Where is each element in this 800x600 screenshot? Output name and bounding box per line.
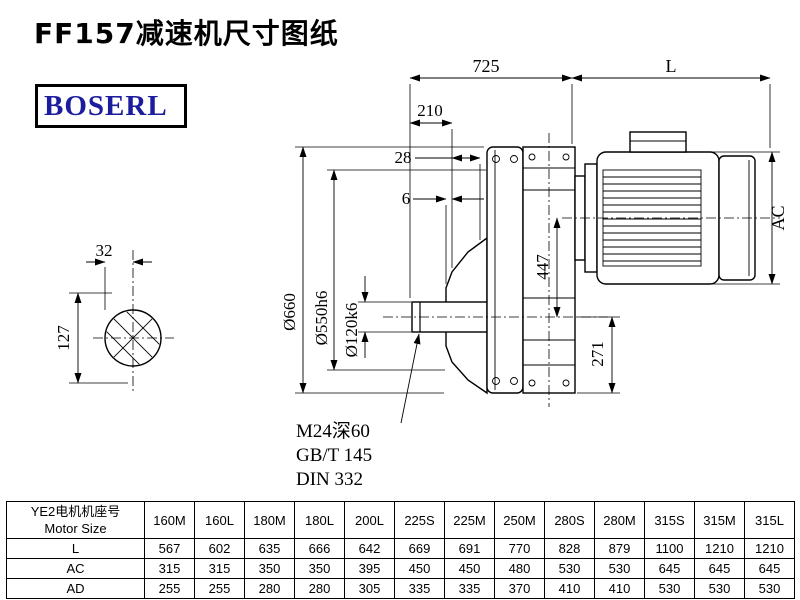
col-header: 315L <box>744 501 795 539</box>
dim-550-label: Ø550h6 <box>312 291 331 346</box>
table-cell: 315 <box>144 558 195 579</box>
mounting-flange <box>486 146 524 394</box>
col-header: 180L <box>294 501 345 539</box>
header-en: Motor Size <box>44 521 107 536</box>
table-cell: 530 <box>644 578 695 599</box>
table-cell: 410 <box>594 578 645 599</box>
brand-logo: BOSERL <box>44 89 168 122</box>
table-cell: 280 <box>294 578 345 599</box>
dim-120-label: Ø120k6 <box>342 303 361 358</box>
table-cell: 645 <box>644 558 695 579</box>
table-cell: 602 <box>194 538 245 559</box>
table-row-L: L 567 602 635 666 642 669 691 770 828 87… <box>6 538 795 559</box>
table-cell: 335 <box>394 578 445 599</box>
table-cell: 480 <box>494 558 545 579</box>
dim-127-label: 127 <box>54 325 73 351</box>
col-header: 160L <box>194 501 245 539</box>
col-header: 315S <box>644 501 695 539</box>
table-cell: 370 <box>494 578 545 599</box>
dim-28-label: 28 <box>395 148 412 167</box>
table-cell: 305 <box>344 578 395 599</box>
col-header: 280S <box>544 501 595 539</box>
terminal-box <box>629 131 687 153</box>
dim-660-label: Ø660 <box>280 293 299 331</box>
brand-logo-box: BOSERL <box>35 84 187 128</box>
table-cell: 530 <box>694 578 745 599</box>
table-cell: 280 <box>244 578 295 599</box>
row-label: L <box>6 538 145 559</box>
table-cell: 255 <box>194 578 245 599</box>
dim-L-label: L <box>666 56 677 76</box>
table-cell: 669 <box>394 538 445 559</box>
main-view <box>383 131 780 407</box>
table-cell: 635 <box>244 538 295 559</box>
table-cell: 350 <box>294 558 345 579</box>
dim-32-label: 32 <box>96 241 113 260</box>
motor-size-table: YE2电机机座号 Motor Size 160M 160L 180M 180L … <box>6 501 795 599</box>
table-cell: 770 <box>494 538 545 559</box>
col-header: 200L <box>344 501 395 539</box>
col-header: 180M <box>244 501 295 539</box>
technical-drawing: 725 L 210 28 6 AC 447 271 Ø660 Ø550h6 Ø1… <box>54 56 788 490</box>
table-cell: 879 <box>594 538 645 559</box>
col-header: 225M <box>444 501 495 539</box>
table-cell: 395 <box>344 558 395 579</box>
table-cell: 645 <box>744 558 795 579</box>
table-cell: 642 <box>344 538 395 559</box>
note-din-standard: DIN 332 <box>296 469 363 490</box>
note-leader <box>400 333 421 424</box>
table-cell: 1210 <box>694 538 745 559</box>
note-gb-standard: GB/T 145 <box>296 445 372 466</box>
table-cell: 255 <box>144 578 195 599</box>
motor-size-table-wrap: YE2电机机座号 Motor Size 160M 160L 180M 180L … <box>6 501 795 599</box>
table-cell: 315 <box>194 558 245 579</box>
table-cell: 666 <box>294 538 345 559</box>
dim-AC-label: AC <box>768 205 788 230</box>
drawing-title: FF157减速机尺寸图纸 <box>34 17 339 50</box>
col-header: 315M <box>694 501 745 539</box>
table-cell: 1100 <box>644 538 695 559</box>
table-cell: 828 <box>544 538 595 559</box>
table-cell: 567 <box>144 538 195 559</box>
table-cell: 335 <box>444 578 495 599</box>
table-cell: 450 <box>444 558 495 579</box>
dim-6-label: 6 <box>402 189 411 208</box>
table-cell: 410 <box>544 578 595 599</box>
header-cn: YE2电机机座号 <box>30 504 121 519</box>
col-header: 225S <box>394 501 445 539</box>
table-cell: 350 <box>244 558 295 579</box>
col-header: 250M <box>494 501 545 539</box>
note-thread: M24深60 <box>296 420 370 442</box>
dimensions: 725 L 210 28 6 AC 447 271 Ø660 Ø550h6 Ø1… <box>54 56 788 490</box>
dim-725-label: 725 <box>473 56 500 76</box>
table-cell: 530 <box>744 578 795 599</box>
table-row-AC: AC 315 315 350 350 395 450 450 480 530 5… <box>6 558 795 579</box>
row-label: AC <box>6 558 145 579</box>
table-cell: 645 <box>694 558 745 579</box>
dim-210-label: 210 <box>417 101 443 120</box>
row-label: AD <box>6 578 145 599</box>
table-row-AD: AD 255 255 280 280 305 335 335 370 410 4… <box>6 578 795 599</box>
table-cell: 530 <box>594 558 645 579</box>
header-motor-size: YE2电机机座号 Motor Size <box>6 501 145 539</box>
table-header-row: YE2电机机座号 Motor Size 160M 160L 180M 180L … <box>6 501 795 539</box>
table-cell: 530 <box>544 558 595 579</box>
table-cell: 691 <box>444 538 495 559</box>
col-header: 160M <box>144 501 195 539</box>
col-header: 280M <box>594 501 645 539</box>
dim-271-label: 271 <box>588 341 607 367</box>
dim-447-label: 447 <box>533 254 552 280</box>
table-cell: 1210 <box>744 538 795 559</box>
table-cell: 450 <box>394 558 445 579</box>
